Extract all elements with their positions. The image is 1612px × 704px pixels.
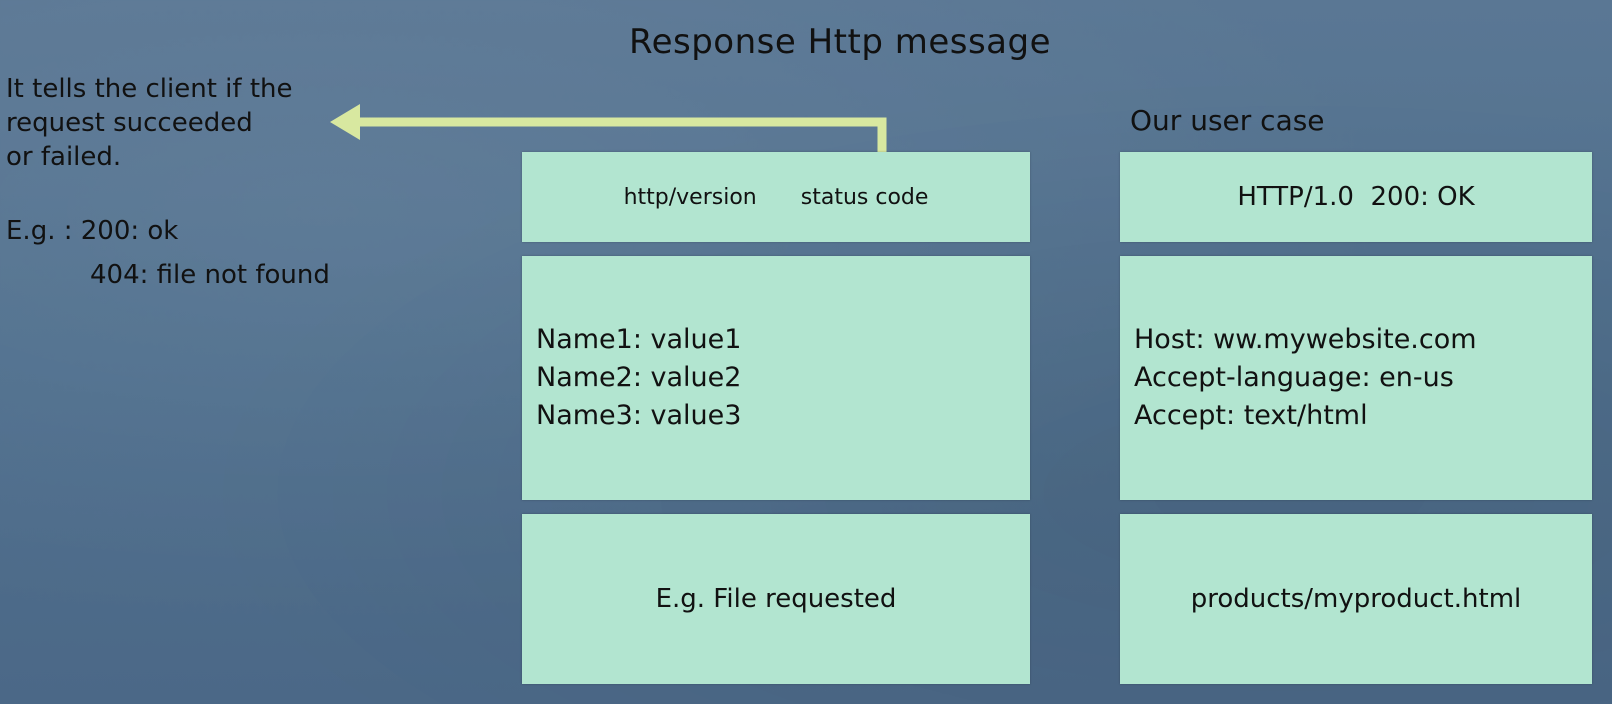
header-line-3: Name3: value3 <box>536 400 742 431</box>
usercase-status-line: HTTP/1.0 200: OK <box>1237 182 1475 212</box>
usercase-header-host: Host: ww.mywebsite.com <box>1134 324 1477 355</box>
slide-title: Response Http message <box>628 22 1052 62</box>
usercase-header-accept: Accept: text/html <box>1134 400 1368 431</box>
status-code-label: status code <box>800 184 929 210</box>
usercase-header-lines: Host: ww.mywebsite.com Accept-language: … <box>1134 321 1477 435</box>
body-label: E.g. File requested <box>655 584 897 614</box>
example-404: 404: file not found <box>90 260 330 290</box>
headers-box: Name1: value1 Name2: value2 Name3: value… <box>522 256 1030 500</box>
http-version-label: http/version <box>623 184 757 210</box>
body-box: E.g. File requested <box>522 514 1030 684</box>
header-line-2: Name2: value2 <box>536 362 742 393</box>
user-case-label: Our user case <box>1130 104 1325 137</box>
usercase-status-line-box: HTTP/1.0 200: OK <box>1120 152 1592 242</box>
header-line-1: Name1: value1 <box>536 324 742 355</box>
usercase-header-accept-language: Accept-language: en-us <box>1134 362 1454 393</box>
status-code-note: It tells the client if the request succe… <box>6 74 293 172</box>
usercase-body-box: products/myproduct.html <box>1120 514 1592 684</box>
status-line-box: http/version status code <box>522 152 1030 242</box>
usercase-body-label: products/myproduct.html <box>1190 584 1522 614</box>
usercase-headers-box: Host: ww.mywebsite.com Accept-language: … <box>1120 256 1592 500</box>
header-lines: Name1: value1 Name2: value2 Name3: value… <box>536 321 741 435</box>
example-200: E.g. : 200: ok <box>6 216 179 246</box>
